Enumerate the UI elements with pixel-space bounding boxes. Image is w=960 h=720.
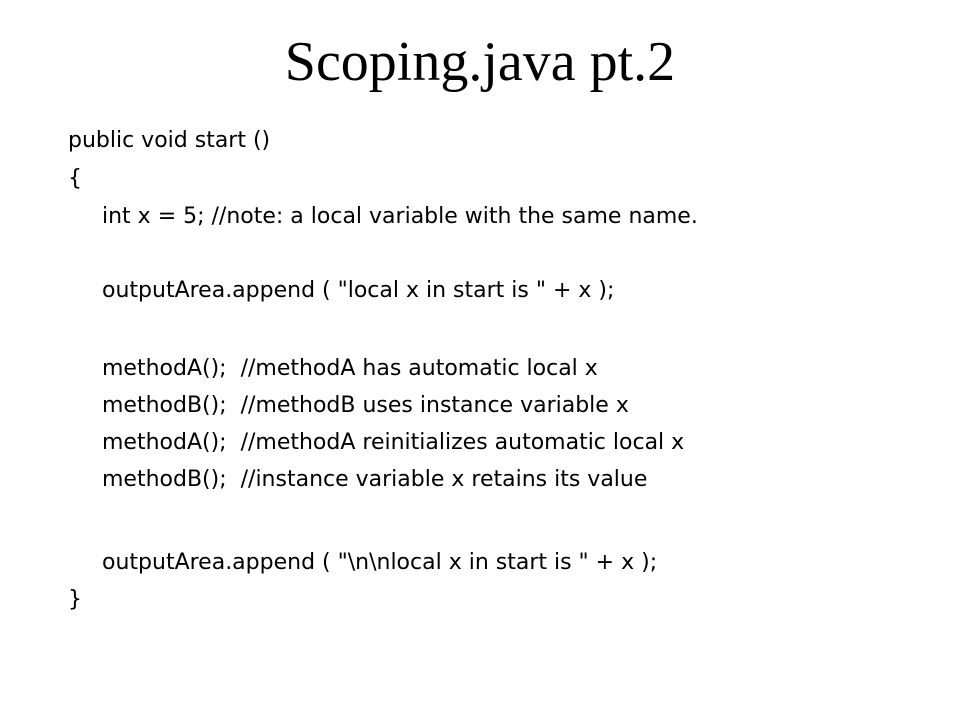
code-line-local-declaration: int x = 5; //note: a local variable with… [102,204,698,229]
code-line-method-a-call-1: methodA(); //methodA has automatic local… [102,356,598,381]
code-line-method-b-call-2: methodB(); //instance variable x retains… [102,467,648,492]
slide-title: Scoping.java pt.2 [284,31,676,93]
code-line-method-signature: public void start () [68,128,271,153]
code-line-method-a-call-2: methodA(); //methodA reinitializes autom… [102,430,685,455]
code-line-close-brace: } [68,587,82,612]
code-line-method-b-call-1: methodB(); //methodB uses instance varia… [102,393,629,418]
code-line-open-brace: { [68,166,82,191]
code-line-second-append: outputArea.append ( "\n\nlocal x in star… [102,550,658,575]
code-line-first-append: outputArea.append ( "local x in start is… [102,278,615,303]
